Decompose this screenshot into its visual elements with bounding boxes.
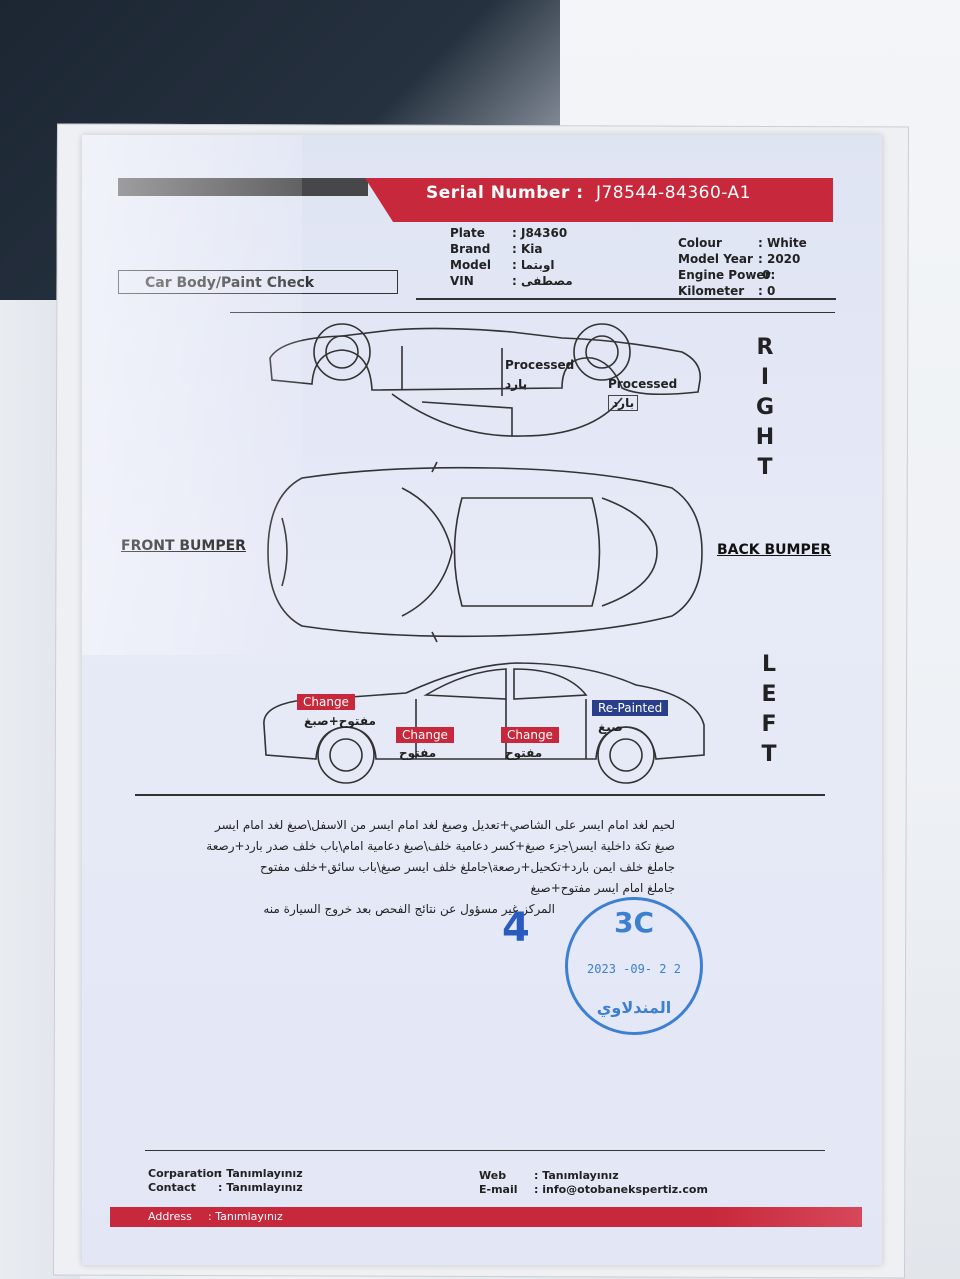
right-mark-2-label: Processed <box>608 377 677 391</box>
brand-value: Kia <box>521 242 543 256</box>
left-mark-3-tag: Change <box>501 727 559 743</box>
power-label: Engine Power: <box>678 268 758 282</box>
footer-web: Web: Tanımlayınız <box>479 1169 619 1182</box>
inspection-stamp: 3C 2023 -09- 2 2 المندلاوي <box>565 897 703 1035</box>
right-letter: T <box>753 453 777 483</box>
note-line: لحيم لغد امام ايسر على الشاصي+تعديل وصبغ… <box>150 815 675 836</box>
right-side-letters: R I G H T <box>753 333 777 483</box>
header-dark-strip <box>118 178 368 196</box>
colour-value: White <box>767 236 807 250</box>
footer-email: E-mail: info@otobanekspertiz.com <box>479 1183 708 1196</box>
left-letter: L <box>757 650 781 680</box>
left-side-letters: L E F T <box>757 650 781 770</box>
left-mark-1-arabic: مفتوح+صبغ <box>304 714 376 728</box>
left-mark-3-arabic: مفتوح <box>505 746 542 760</box>
web-label: Web <box>479 1169 534 1182</box>
model-label: Model <box>450 258 512 272</box>
serial-value: J78544-84360-A1 <box>596 183 751 203</box>
km-value: 0 <box>767 284 775 298</box>
right-letter: G <box>753 393 777 423</box>
model-value: اوبتما <box>521 258 555 272</box>
vin-value: مصطفى <box>521 274 573 288</box>
corporation-label: Corparation <box>148 1167 218 1180</box>
inspection-notes: لحيم لغد امام ايسر على الشاصي+تعديل وصبغ… <box>150 815 675 920</box>
corporation-value: : Tanımlayınız <box>218 1167 303 1180</box>
note-line: صبغ تكة داخلية ايسر\جزء صبغ+كسر دعامية خ… <box>150 836 675 857</box>
plate-label: Plate <box>450 226 512 240</box>
footer-divider <box>145 1150 825 1151</box>
stamp-date: 2023 -09- 2 2 <box>568 962 700 976</box>
right-mark-2-arabic: بارد <box>608 395 638 411</box>
vin-label: VIN <box>450 274 512 288</box>
year-label: Model Year <box>678 252 758 266</box>
contact-value: : Tanımlayınız <box>218 1181 303 1194</box>
footer-address: Address: Tanımlayınız <box>148 1210 283 1223</box>
power-value: 0 <box>762 268 770 282</box>
left-mark-2-tag: Change <box>396 727 454 743</box>
year-value: 2020 <box>767 252 800 266</box>
header-divider-thin <box>230 312 835 313</box>
left-mark-2-arabic: مفتوح <box>399 746 436 760</box>
address-value: : Tanımlayınız <box>208 1210 283 1223</box>
contact-label: Contact <box>148 1181 218 1194</box>
stamp-code: 3C <box>568 906 700 939</box>
right-letter: I <box>753 363 777 393</box>
right-letter: R <box>753 333 777 363</box>
left-letter: E <box>757 680 781 710</box>
footer-contact: Contact: Tanımlayınız <box>148 1181 303 1194</box>
car-top-view-icon <box>262 458 710 646</box>
serial-number: Serial Number : J78544-84360-A1 <box>426 183 751 203</box>
stamp-name: المندلاوي <box>568 998 700 1017</box>
handwritten-number: 4 <box>502 905 530 951</box>
note-line: جاملغ امام ايسر مفتوح+صبغ <box>150 878 675 899</box>
web-value: : Tanımlayınız <box>534 1169 619 1182</box>
header-divider <box>416 298 836 300</box>
back-bumper-label: BACK BUMPER <box>717 542 831 558</box>
left-letter: T <box>757 740 781 770</box>
footer-corporation: Corparation: Tanımlayınız <box>148 1167 303 1180</box>
vehicle-info-right: Colour: White Model Year: 2020 Engine Po… <box>678 236 807 300</box>
km-label: Kilometer <box>678 284 758 298</box>
left-letter: F <box>757 710 781 740</box>
email-label: E-mail <box>479 1183 534 1196</box>
address-label: Address <box>148 1210 208 1223</box>
left-mark-4-arabic: صبغ <box>598 720 623 734</box>
colour-label: Colour <box>678 236 758 250</box>
front-bumper-label: FRONT BUMPER <box>121 538 246 554</box>
right-mark-1-arabic: بارد <box>505 377 527 391</box>
left-mark-1-tag: Change <box>297 694 355 710</box>
left-mark-4-tag: Re-Painted <box>592 700 668 716</box>
plate-value: J84360 <box>521 226 567 240</box>
note-line: جاملغ خلف ايمن بارد+تكحيل+رصعة\جاملغ خلف… <box>150 857 675 878</box>
brand-label: Brand <box>450 242 512 256</box>
right-mark-1-label: Processed <box>505 358 574 372</box>
email-value: : info@otobanekspertiz.com <box>534 1183 708 1196</box>
diagram-divider <box>135 794 825 796</box>
vehicle-info-left: Plate: J84360 Brand: Kia Model: اوبتما V… <box>450 226 573 290</box>
right-letter: H <box>753 423 777 453</box>
serial-label: Serial Number : <box>426 183 584 203</box>
section-title: Car Body/Paint Check <box>118 270 398 294</box>
